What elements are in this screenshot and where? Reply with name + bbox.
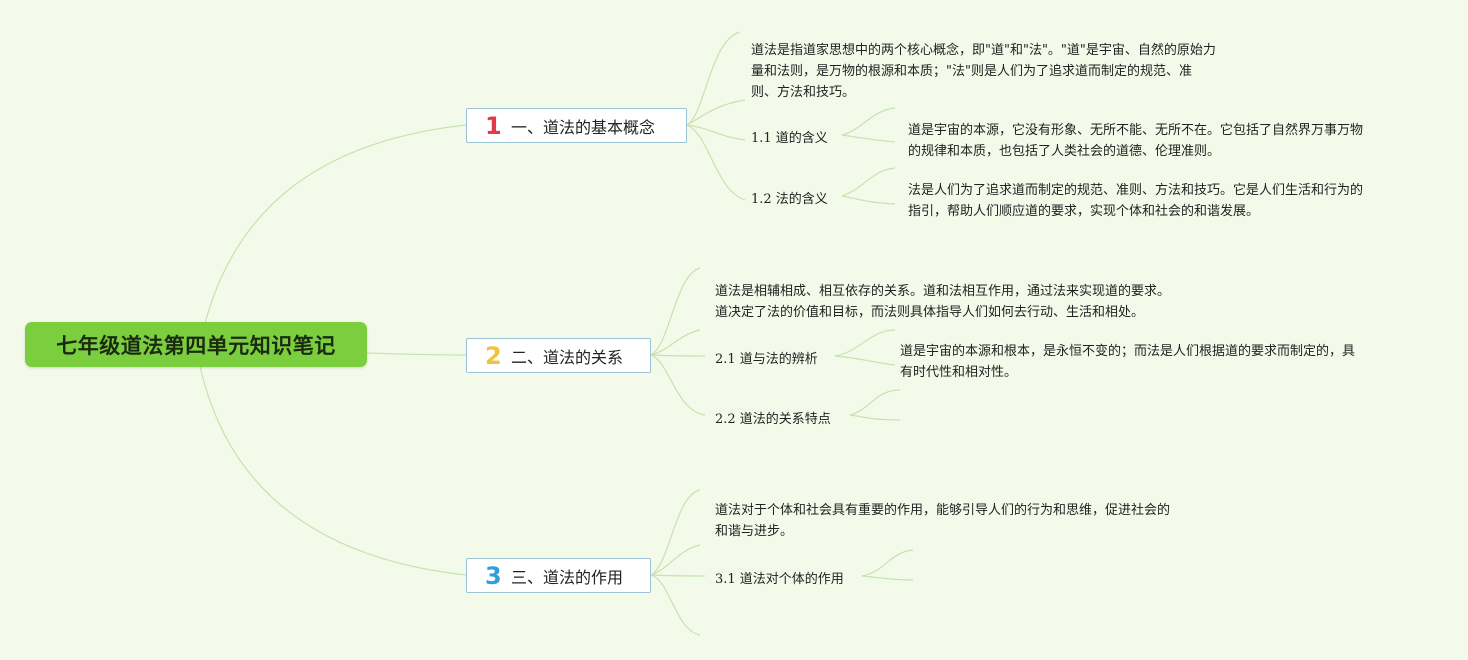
detail-dao-fa-analysis: 道是宇宙的本源和根本，是永恒不变的；而法是人们根据道的要求而制定的，具 有时代性… <box>900 344 1356 380</box>
number-two-icon: 2 <box>485 341 502 370</box>
topic-title: 一、道法的基本概念 <box>511 117 656 137</box>
topic-title: 二、道法的关系 <box>511 347 624 367</box>
number-three-icon: 3 <box>485 561 502 590</box>
note-function: 道法对于个体和社会具有重要的作用，能够引导人们的行为和思维，促进社会的 和谐与进… <box>715 503 1171 539</box>
connector-root-topic2 <box>366 352 467 356</box>
detail-dao-meaning: 道是宇宙的本源，它没有形象、无所不能、无所不在。它包括了自然界万事万物 的规律和… <box>908 123 1364 159</box>
topic-title: 三、道法的作用 <box>511 567 624 587</box>
topic-relationship[interactable]: 2 二、道法的关系 <box>466 338 651 373</box>
root-title: 七年级道法第四单元知识笔记 <box>56 333 336 358</box>
number-one-icon: 1 <box>485 111 502 140</box>
topic-function[interactable]: 3 三、道法的作用 <box>466 558 651 593</box>
subtopic-fa-meaning[interactable]: 1.2 法的含义 <box>751 192 828 207</box>
note-relationship: 道法是相辅相成、相互依存的关系。道和法相互作用，通过法来实现道的要求。 道决定了… <box>715 284 1171 320</box>
subtopic-dao-fa-analysis[interactable]: 2.1 道与法的辨析 <box>715 352 818 367</box>
connector-root-topic1 <box>199 124 467 345</box>
root-topic[interactable]: 七年级道法第四单元知识笔记 <box>25 322 367 367</box>
subtopic-dao-meaning[interactable]: 1.1 道的含义 <box>751 131 828 146</box>
subtopic-individual-function[interactable]: 3.1 道法对个体的作用 <box>715 572 844 587</box>
note-basic-concept: 道法是指道家思想中的两个核心概念，即"道"和"法"。"道"是宇宙、自然的原始力 … <box>751 43 1216 100</box>
topic-basic-concept[interactable]: 1 一、道法的基本概念 <box>466 108 687 143</box>
detail-fa-meaning: 法是人们为了追求道而制定的规范、准则、方法和技巧。它是人们生活和行为的 指引，帮… <box>908 183 1364 219</box>
subtopic-relationship-features[interactable]: 2.2 道法的关系特点 <box>715 412 831 427</box>
connector-root-topic3 <box>199 365 467 576</box>
